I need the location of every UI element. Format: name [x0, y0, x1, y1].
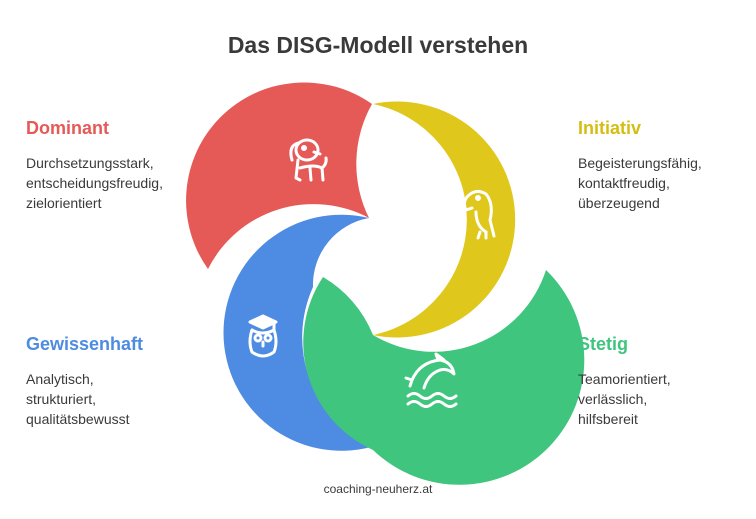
desc-gewissenhaft-line: Analytisch,: [26, 371, 94, 387]
desc-stetig-line: verlässlich,: [578, 391, 648, 407]
label-stetig: Stetig: [578, 334, 629, 354]
footer-source: coaching-neuherz.at: [323, 482, 433, 496]
segment-initiativ[interactable]: [373, 101, 516, 338]
owl-icon: [248, 314, 278, 358]
parrot-icon: [462, 189, 496, 240]
desc-initiativ-line: kontaktfreudig,: [578, 175, 670, 191]
dog-icon: [289, 138, 328, 182]
page-title: Das DISG-Modell verstehen: [227, 32, 529, 58]
segment-dominant[interactable]: [186, 82, 372, 270]
dolphin-icon: [404, 352, 458, 408]
desc-initiativ-line: überzeugend: [578, 195, 660, 211]
desc-dominant-line: Durchsetzungsstark,: [26, 155, 154, 171]
desc-dominant-line: zielorientiert: [26, 195, 102, 211]
desc-gewissenhaft-line: qualitätsbewusst: [26, 411, 130, 427]
desc-dominant-line: entscheidungsfreudig,: [26, 175, 163, 191]
desc-dominant: Durchsetzungsstark, entscheidungsfreudig…: [26, 153, 163, 213]
segment-stetig[interactable]: [303, 270, 585, 485]
desc-initiativ: Begeisterungsfähig, kontaktfreudig, über…: [578, 153, 702, 213]
label-gewissenhaft: Gewissenhaft: [26, 334, 144, 354]
desc-gewissenhaft-line: strukturiert,: [26, 391, 97, 407]
label-dominant: Dominant: [26, 118, 109, 138]
label-initiativ: Initiativ: [578, 118, 642, 138]
desc-initiativ-line: Begeisterungsfähig,: [578, 155, 702, 171]
desc-stetig: Teamorientiert, verlässlich, hilfsbereit: [578, 369, 671, 429]
desc-gewissenhaft: Analytisch, strukturiert, qualitätsbewus…: [26, 369, 130, 429]
desc-stetig-line: hilfsbereit: [578, 411, 638, 427]
desc-stetig-line: Teamorientiert,: [578, 371, 671, 387]
segment-gewissenhaft[interactable]: [223, 214, 371, 451]
